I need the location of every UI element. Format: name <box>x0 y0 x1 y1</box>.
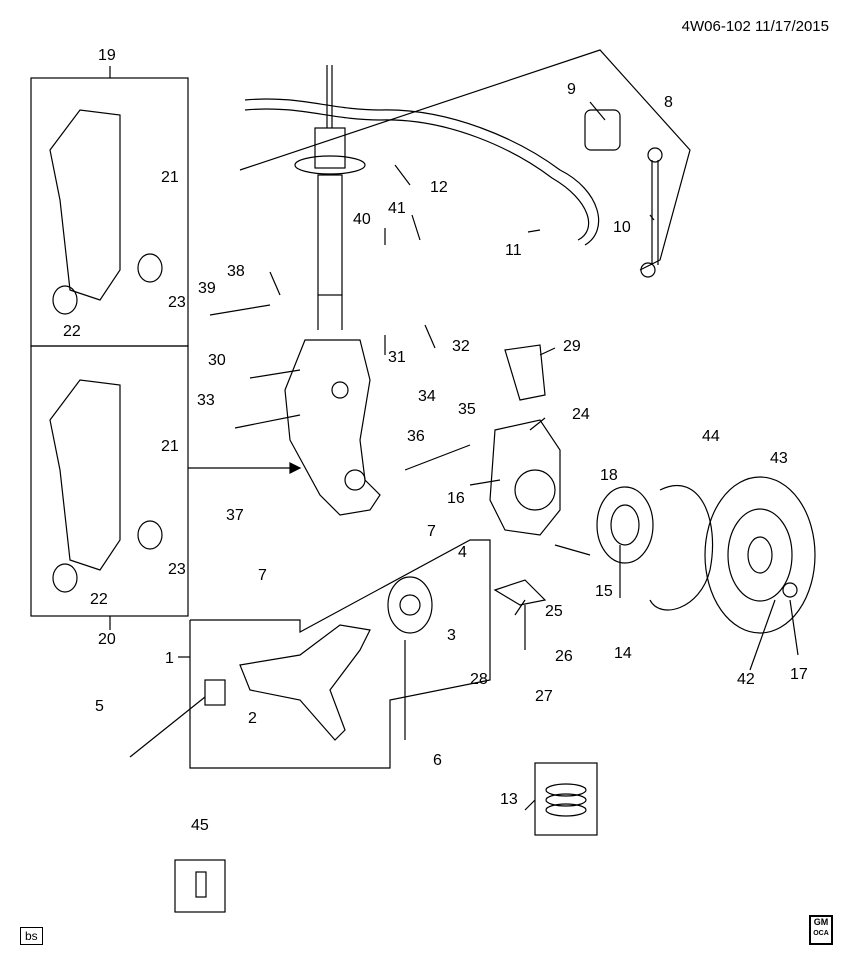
callout-8: 8 <box>664 94 673 111</box>
callout-39: 39 <box>198 280 216 297</box>
ball-joint-29 <box>504 344 546 401</box>
part-45-box <box>174 859 226 913</box>
callout-4: 4 <box>458 544 467 561</box>
callout-42: 42 <box>737 671 755 688</box>
strut-assembly <box>294 65 366 330</box>
callout-2: 2 <box>248 710 257 727</box>
diagram-header: 4W06-102 11/17/2015 <box>682 18 829 35</box>
callout-32: 32 <box>452 338 470 355</box>
callout-26: 26 <box>555 648 573 665</box>
callout-29: 29 <box>563 338 581 355</box>
callout-30: 30 <box>208 352 226 369</box>
callout-24: 24 <box>572 406 590 423</box>
callout-21: 21 <box>161 169 179 186</box>
callout-22: 22 <box>63 323 81 340</box>
gm-logo: GM OCA <box>809 915 833 945</box>
inset-box-20 <box>30 345 189 617</box>
inset-knuckle-19 <box>49 109 121 301</box>
callout-38: 38 <box>227 263 245 280</box>
callout-23b: 23 <box>168 561 186 578</box>
stabilizer-bushing <box>584 109 621 151</box>
bolt-30 <box>249 369 301 379</box>
brake-rotor <box>704 476 816 634</box>
corner-code-box: bs <box>20 927 43 945</box>
callout-6: 6 <box>433 752 442 769</box>
callout-44: 44 <box>702 428 720 445</box>
bolt-16 <box>469 479 501 486</box>
callout-43: 43 <box>770 450 788 467</box>
callout-7: 7 <box>427 523 436 540</box>
callout-17: 17 <box>790 666 808 683</box>
wheel-hub <box>596 486 654 564</box>
knuckle-hub-assembly <box>489 344 561 536</box>
callout-14: 14 <box>614 645 632 662</box>
tie-rod-end <box>493 579 547 606</box>
callout-25: 25 <box>545 603 563 620</box>
callout-18: 18 <box>600 467 618 484</box>
callout-21b: 21 <box>161 438 179 455</box>
callout-35: 35 <box>458 401 476 418</box>
callout-31: 31 <box>388 349 406 366</box>
callout-13: 13 <box>500 791 518 808</box>
callout-3: 3 <box>447 627 456 644</box>
control-arm-box <box>189 539 491 769</box>
callout-23: 23 <box>168 294 186 311</box>
bolt-39 <box>209 304 271 316</box>
diagram-date: 11/17/2015 <box>755 18 829 35</box>
stud-15 <box>554 544 591 556</box>
callout-9: 9 <box>567 81 576 98</box>
callout-45: 45 <box>191 817 209 834</box>
callout-11: 11 <box>505 242 522 259</box>
callout-16: 16 <box>447 490 465 507</box>
callout-20: 20 <box>98 631 116 648</box>
inset-knuckle-20 <box>49 379 121 571</box>
thread-insert-box <box>534 762 598 836</box>
splash-shield <box>649 484 714 611</box>
bolt-33 <box>234 414 301 429</box>
gm-logo-bottom: OCA <box>813 930 829 937</box>
callout-27: 27 <box>535 688 553 705</box>
callout-10: 10 <box>613 219 631 236</box>
gm-logo-top: GM <box>813 917 829 927</box>
steering-knuckle <box>284 339 381 516</box>
callout-41: 41 <box>388 200 406 217</box>
callout-40: 40 <box>353 211 371 228</box>
callout-37: 37 <box>226 507 244 524</box>
callout-36: 36 <box>407 428 425 445</box>
lower-control-arm <box>129 576 433 758</box>
callout-19: 19 <box>98 47 116 64</box>
callout-22b: 22 <box>90 591 108 608</box>
diagram-id: 4W06-102 <box>681 18 751 35</box>
callout-28: 28 <box>470 671 488 688</box>
callout-33: 33 <box>197 392 215 409</box>
callout-7b: 7 <box>258 567 267 584</box>
callout-1: 1 <box>165 650 174 667</box>
callout-5: 5 <box>95 698 104 715</box>
callout-15: 15 <box>595 583 613 600</box>
stabilizer-bar <box>244 98 600 246</box>
callout-12: 12 <box>430 179 448 196</box>
bolt-36 <box>404 444 471 471</box>
callout-34: 34 <box>418 388 436 405</box>
stabilizer-box <box>239 49 691 271</box>
